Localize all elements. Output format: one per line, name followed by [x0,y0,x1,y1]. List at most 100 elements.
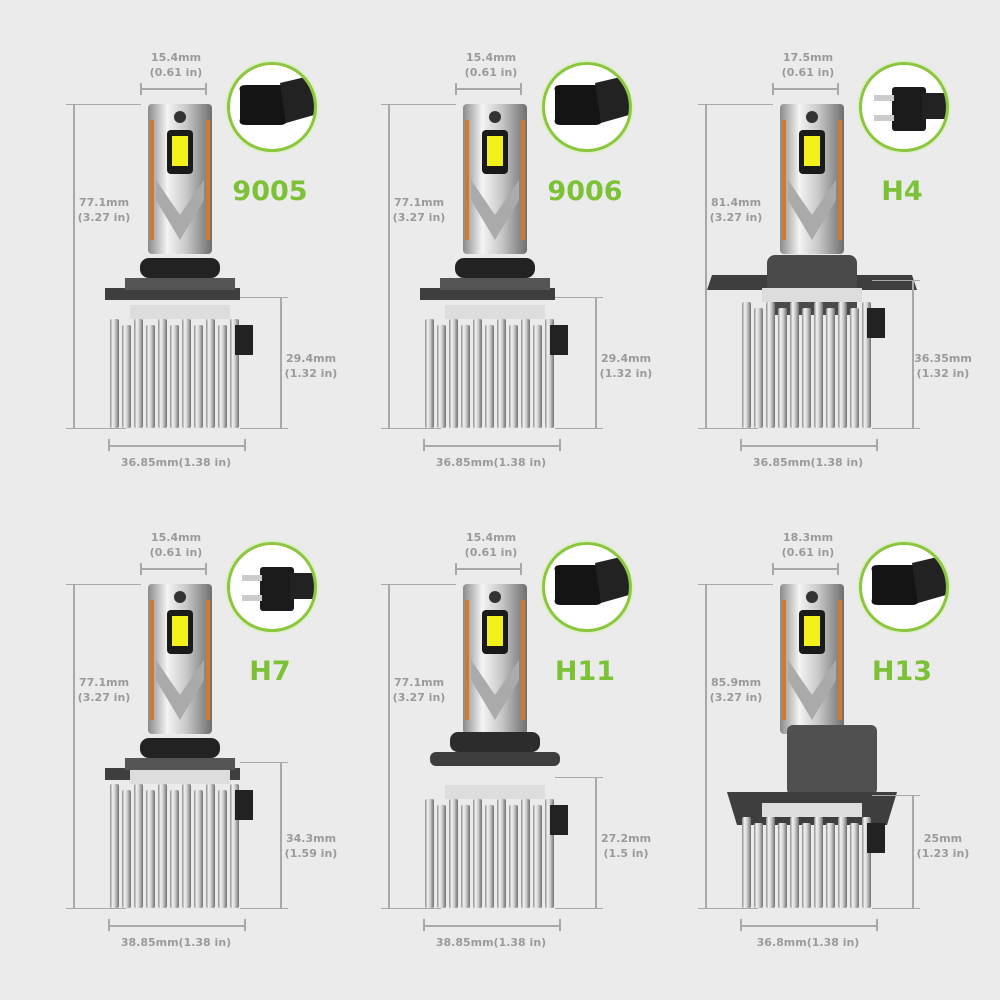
height-label: 77.1mm(3.27 in) [392,195,446,225]
heatsink-fin [158,784,167,908]
height-label: 85.9mm(3.27 in) [709,675,763,705]
led-bulb-illustration [105,104,253,428]
heatsink-fin [182,784,191,908]
heatsink-fin [194,325,203,428]
led-bulb-illustration [727,584,897,908]
heatsink-fin [838,817,847,908]
height-line [705,584,707,909]
heatsink-fin [497,799,506,908]
heatsink-fin [742,817,751,908]
heatsink-fin [437,325,446,428]
heatsink-fin [766,302,775,428]
bulb-head [463,104,527,254]
top-width-line [140,568,206,570]
heatsink-fin [485,325,494,428]
height-line [73,104,75,429]
base-height-label: 27.2mm(1.5 in) [600,831,652,861]
base-height-label: 29.4mm(1.32 in) [599,351,653,381]
bottom-width-label: 36.85mm(1.38 in) [435,456,547,469]
heatsink-fin [146,325,155,428]
bulb-model-label: H13 [871,656,933,687]
base-height-label: 36.35mm(1.32 in) [914,351,972,381]
bottom-width-line [423,925,561,927]
led-bulb-illustration [707,104,917,428]
bulb-head [148,104,212,254]
heatsink-fin [790,817,799,908]
fan-screw [489,111,501,123]
bulb-model-label: 9005 [232,176,308,207]
bulb-head [780,104,844,254]
bulb-head [780,584,844,734]
bottom-width-line [740,925,878,927]
bulb-panel-9005: 15.4mm(0.61 in) 77.1mm(3.27 in) 29.4mm(1… [0,0,340,480]
mount-collar [420,288,555,300]
h11-socket-icon [542,542,632,632]
height-line [73,584,75,909]
fan-screw [806,111,818,123]
led-bulb-illustration [105,584,253,908]
top-width-label: 15.4mm(0.61 in) [149,51,203,79]
base-height-line [595,297,597,429]
heatsink-fin [449,799,458,908]
9005-socket-icon [227,62,317,152]
bottom-width-label: 38.85mm(1.38 in) [435,936,547,949]
bulb-panel-h11: 15.4mm(0.61 in) 77.1mm(3.27 in) 27.2mm(1… [315,480,655,960]
bottom-width-label: 36.85mm(1.38 in) [752,456,864,469]
heatsink-fin [838,302,847,428]
top-width-line [455,568,521,570]
heatsink-fin [461,325,470,428]
height-label: 77.1mm(3.27 in) [77,195,131,225]
mount-collar [430,752,560,766]
heatsink-fin [473,799,482,908]
bulb-panel-h7: 15.4mm(0.61 in) 77.1mm(3.27 in) 34.3mm(1… [0,480,340,960]
heatsink-fin [509,805,518,908]
heatsink-fin [170,325,179,428]
heatsink-fin [521,799,530,908]
top-width-line [455,88,521,90]
base-height-line [280,762,282,909]
heatsink-fin [425,799,434,908]
bulb-model-label: 9006 [547,176,623,207]
bottom-width-label: 38.85mm(1.38 in) [120,936,232,949]
heatsink-fin [218,790,227,908]
heatsink-fin [766,817,775,908]
heatsink-fin [158,319,167,428]
bulb-model-label: H11 [554,656,616,687]
top-width-label: 18.3mm(0.61 in) [781,531,835,559]
heatsink-fin [194,790,203,908]
bottom-width-line [108,445,246,447]
heatsink-fin [509,325,518,428]
heatsink-fin [850,823,859,908]
base-height-line [912,795,914,909]
heatsink-fin [146,790,155,908]
height-line [388,584,390,909]
heatsink-fin [134,319,143,428]
heatsink-fin [802,823,811,908]
top-width-line [772,88,838,90]
heatsink-fin [826,823,835,908]
bulb-model-label: H4 [881,176,923,207]
heatsink-fin [814,302,823,428]
height-label: 77.1mm(3.27 in) [77,675,131,705]
heatsink-fin [206,784,215,908]
fan-screw [489,591,501,603]
bottom-width-line [740,445,878,447]
heatsink-fin [754,823,763,908]
heatsink-fin [826,308,835,428]
heatsink-fin [170,790,179,908]
heatsink-fin [754,308,763,428]
bottom-width-label: 36.8mm(1.38 in) [756,936,860,949]
heatsink-fin [122,790,131,908]
bulb-head [463,584,527,734]
heatsink-fin [802,308,811,428]
heatsink-fin [521,319,530,428]
heatsink-fin [850,308,859,428]
fan-screw [174,591,186,603]
base-height-line [912,280,914,429]
heatsink-fin [485,805,494,908]
mount-collar [105,288,240,300]
heatsink-fin [134,784,143,908]
height-line [388,104,390,429]
base-height-line [280,297,282,429]
heatsink-fin [437,805,446,908]
